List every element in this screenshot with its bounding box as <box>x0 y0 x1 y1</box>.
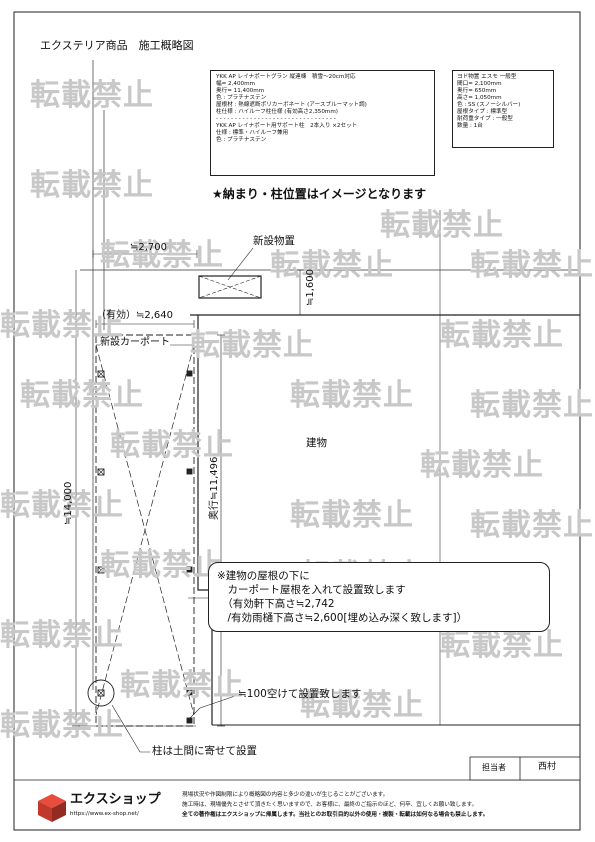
staff-name: 西村 <box>538 762 557 772</box>
watermark-text: 転載禁止 <box>30 78 154 113</box>
brand-name: エクスショップ <box>70 792 161 807</box>
watermark-text: 転載禁止 <box>100 548 224 583</box>
carport-cross-2 <box>95 344 195 716</box>
watermark-text: 転載禁止 <box>0 488 124 523</box>
watermark-text: 転載禁止 <box>20 378 144 413</box>
watermark-text: 転載禁止 <box>380 208 504 243</box>
dim-2700-label: ≒2,700 <box>130 242 168 253</box>
leader-storage <box>227 247 254 281</box>
carport-label: 新設カーポート <box>100 337 170 348</box>
watermark-text: 転載禁止 <box>120 668 244 703</box>
storage-spec-box: ヨド物置 エスモ 一般型 間口= 2,100mm 奥行= 650mm 高さ= 1… <box>452 70 554 148</box>
leader-pillar <box>111 704 150 753</box>
spec-line: YKK AP レイナポート用サポート柱 2本入り ×2セット <box>216 123 358 129</box>
storage-shed-cross-2 <box>198 275 262 299</box>
footer-note-2: 施工時は、現場優先とさせて頂きたく思いますので、お客様に、最終のご指示のほど、何… <box>182 802 478 808</box>
carport-spec-box: YKK AP レイナポートグラン 縦連棟 積雪～20cm対応 幅= 2,400m… <box>210 70 435 176</box>
support-pillar <box>186 468 193 475</box>
spec-line: 屋根材 : 熱線遮断ポリカーボネート (アースブルーマット調) <box>216 102 367 108</box>
watermark-text: 転載禁止 <box>300 688 424 723</box>
footer-note-3: 全ての著作権はエクスショップに帰属します。当社とのお取引目的以外の使用・複製・転… <box>182 812 489 818</box>
spec-line: 奥行= 650mm <box>457 88 497 94</box>
spec-line: YKK AP レイナポートグラン 縦連棟 積雪～20cm対応 <box>216 74 356 80</box>
page-title: エクステリア商品 施工概略図 <box>40 39 194 52</box>
watermark-text: 転載禁止 <box>290 498 414 533</box>
watermark-text: 転載禁止 <box>470 388 594 423</box>
brand-url[interactable]: https://www.ex-shop.net/ <box>70 811 139 817</box>
spec-line: 耐荷重タイプ : 一般型 <box>457 116 513 122</box>
storage-label: 新設物置 <box>253 235 295 247</box>
watermark-text: 転載禁止 <box>440 628 564 663</box>
box-logo-icon <box>38 794 66 822</box>
callout-line: （有効軒下高さ≒2,742 <box>217 598 335 610</box>
spec-line: 色 : プラチナステン <box>216 95 267 101</box>
support-pillar <box>186 370 193 377</box>
spec-divider: - - - - - - - - - - - - - - - - - - - - … <box>216 116 336 122</box>
spec-line: 柱仕様 : ハイルーフ柱仕様 (有効高さ2,350mm) <box>216 109 338 115</box>
building-wall-left <box>197 315 213 725</box>
installation-callout: ※建物の屋根の下に カーポート屋根を入れて設置致します （有効軒下高さ≒2,74… <box>208 562 550 632</box>
spec-line: ヨド物置 エスモ 一般型 <box>457 74 517 80</box>
callout-line: カーポート屋根を入れて設置致します <box>217 584 406 596</box>
watermark-text: 転載禁止 <box>290 378 414 413</box>
watermark-text: 転載禁止 <box>0 308 124 343</box>
staff-table <box>469 756 581 781</box>
watermark-text: 転載禁止 <box>190 328 314 363</box>
spec-line: 数量 : 1台 <box>457 123 483 129</box>
layout-notice: ★納まり・柱位置はイメージとなります <box>212 187 427 201</box>
support-pillar <box>186 717 193 724</box>
carport-roof-outline <box>95 334 195 727</box>
staff-label: 担当者 <box>482 763 506 772</box>
footer-note-1: 現場状況や作図制限により概略図の内容と多少の違いが生じることがございます。 <box>182 792 389 798</box>
pillar-highlight-circle <box>87 679 115 707</box>
spec-line: 奥行= 11,400mm <box>216 88 265 94</box>
spec-line: 色 : プラチナステン <box>216 137 267 143</box>
dim-1600-label: ≒1,600 <box>305 268 316 306</box>
callout-line: /有効雨樋下高さ≒2,600[埋め込み深く致します]） <box>217 612 468 624</box>
spec-line: 屋根タイプ : 標準型 <box>457 109 508 115</box>
dim-11496-label: 奥行≒11,496 <box>209 456 220 520</box>
spec-line: 間口= 2,100mm <box>457 81 502 87</box>
callout-line: ※建物の屋根の下に <box>217 570 310 582</box>
dim-14000-label: ≒14,000 <box>63 481 74 525</box>
watermark-text: 転載禁止 <box>470 248 594 283</box>
watermark-text: 転載禁止 <box>0 618 124 653</box>
drawing-frame <box>13 11 581 831</box>
spec-line: 高さ= 1,050mm <box>457 95 502 101</box>
storage-shed <box>198 275 262 299</box>
support-pillar <box>186 689 193 696</box>
watermark-text: 転載禁止 <box>470 508 594 543</box>
watermark-text: 転載禁止 <box>270 248 394 283</box>
building-label: 建物 <box>306 437 327 449</box>
watermark-text: 転載禁止 <box>0 708 124 743</box>
pillar-note: 柱は土間に寄せて設置 <box>152 745 257 757</box>
watermark-text: 転載禁止 <box>110 428 234 463</box>
watermark-text: 転載禁止 <box>420 448 544 483</box>
dim-2640-label: （有効）≒2,640 <box>96 310 174 321</box>
watermark-text: 転載禁止 <box>100 238 224 273</box>
leader-gap <box>187 694 239 721</box>
watermark-text: 転載禁止 <box>440 318 564 353</box>
watermark-text: 転載禁止 <box>30 168 154 203</box>
spec-line: 色 : SS (スノーシルバー) <box>457 102 521 108</box>
gap-note: ≒100空けて設置致します <box>238 688 362 700</box>
spec-line: 幅= 2,400mm <box>216 81 255 87</box>
spec-line: 仕様 : 標準・ハイルーフ兼用 <box>216 130 289 136</box>
support-pillar <box>186 566 193 573</box>
